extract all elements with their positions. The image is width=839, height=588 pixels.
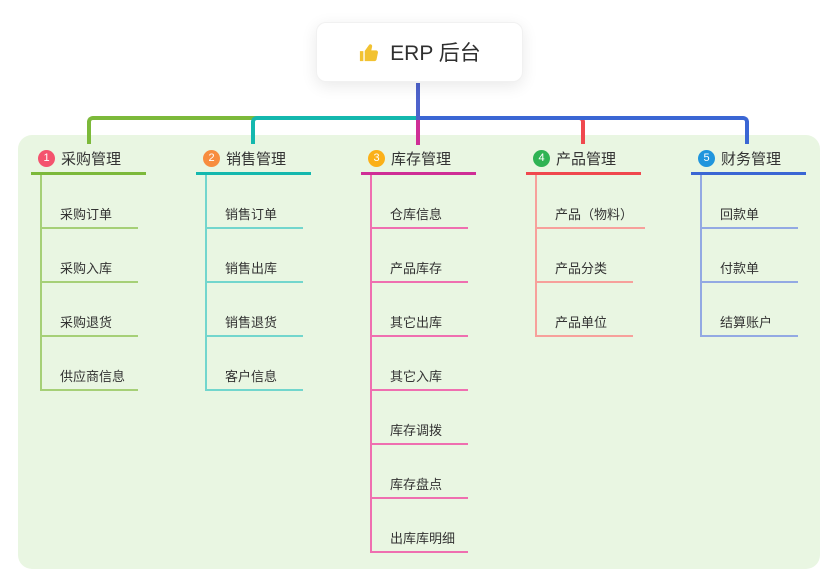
root-label: ERP 后台: [390, 42, 481, 65]
list-item[interactable]: 回款单: [702, 175, 798, 229]
list-item[interactable]: 仓库信息: [372, 175, 468, 229]
root-node[interactable]: ERP 后台: [316, 22, 523, 82]
list-item[interactable]: 采购入库: [42, 229, 138, 283]
branch-title-label: 财务管理: [721, 151, 782, 168]
branch-sales: 2 销售管理 销售订单 销售出库 销售退货 客户信息: [196, 145, 361, 391]
branch-title-label: 库存管理: [391, 151, 452, 168]
list-item[interactable]: 产品单位: [537, 283, 633, 337]
list-item[interactable]: 销售出库: [207, 229, 303, 283]
list-item[interactable]: 产品（物料）: [537, 175, 646, 229]
list-item[interactable]: 销售订单: [207, 175, 303, 229]
branch-title[interactable]: 4 产品管理: [526, 145, 641, 175]
list-item[interactable]: 客户信息: [207, 337, 303, 391]
branch-product: 4 产品管理 产品（物料） 产品分类 产品单位: [526, 145, 691, 337]
branch-items: 采购订单 采购入库 采购退货 供应商信息: [40, 175, 196, 391]
branch-title-label: 产品管理: [556, 151, 617, 168]
list-item[interactable]: 付款单: [702, 229, 798, 283]
branch-title[interactable]: 5 财务管理: [691, 145, 806, 175]
list-item[interactable]: 其它出库: [372, 283, 468, 337]
list-item[interactable]: 供应商信息: [42, 337, 138, 391]
branch-title[interactable]: 2 销售管理: [196, 145, 311, 175]
branch-title-label: 采购管理: [61, 151, 122, 168]
connector-branch-5: [418, 116, 749, 144]
connector-branch-2: [251, 116, 420, 144]
branch-number-badge: 1: [38, 150, 55, 167]
branch-items: 销售订单 销售出库 销售退货 客户信息: [205, 175, 361, 391]
content-panel: [18, 135, 820, 569]
list-item[interactable]: 出库库明细: [372, 499, 468, 553]
list-item[interactable]: 库存调拨: [372, 391, 468, 445]
thumbs-up-icon: [358, 41, 381, 64]
list-item[interactable]: 其它入库: [372, 337, 468, 391]
branch-number-badge: 3: [368, 150, 385, 167]
list-item[interactable]: 采购退货: [42, 283, 138, 337]
branch-items: 仓库信息 产品库存 其它出库 其它入库 库存调拨 库存盘点 出库库明细: [370, 175, 526, 553]
list-item[interactable]: 库存盘点: [372, 445, 468, 499]
list-item[interactable]: 产品分类: [537, 229, 633, 283]
branch-number-badge: 2: [203, 150, 220, 167]
connector-branch-3: [416, 116, 420, 145]
branch-number-badge: 5: [698, 150, 715, 167]
branch-items: 产品（物料） 产品分类 产品单位: [535, 175, 691, 337]
branch-finance: 5 财务管理 回款单 付款单 结算账户: [691, 145, 839, 337]
branch-inventory: 3 库存管理 仓库信息 产品库存 其它出库 其它入库 库存调拨 库存盘点 出库库…: [361, 145, 526, 553]
branch-items: 回款单 付款单 结算账户: [700, 175, 839, 337]
branch-title-label: 销售管理: [226, 151, 287, 168]
list-item[interactable]: 产品库存: [372, 229, 468, 283]
branch-purchase: 1 采购管理 采购订单 采购入库 采购退货 供应商信息: [31, 145, 196, 391]
list-item[interactable]: 销售退货: [207, 283, 303, 337]
list-item[interactable]: 采购订单: [42, 175, 138, 229]
connector-root: [416, 83, 420, 120]
branch-number-badge: 4: [533, 150, 550, 167]
branch-title[interactable]: 1 采购管理: [31, 145, 146, 175]
branch-title[interactable]: 3 库存管理: [361, 145, 476, 175]
list-item[interactable]: 结算账户: [702, 283, 798, 337]
